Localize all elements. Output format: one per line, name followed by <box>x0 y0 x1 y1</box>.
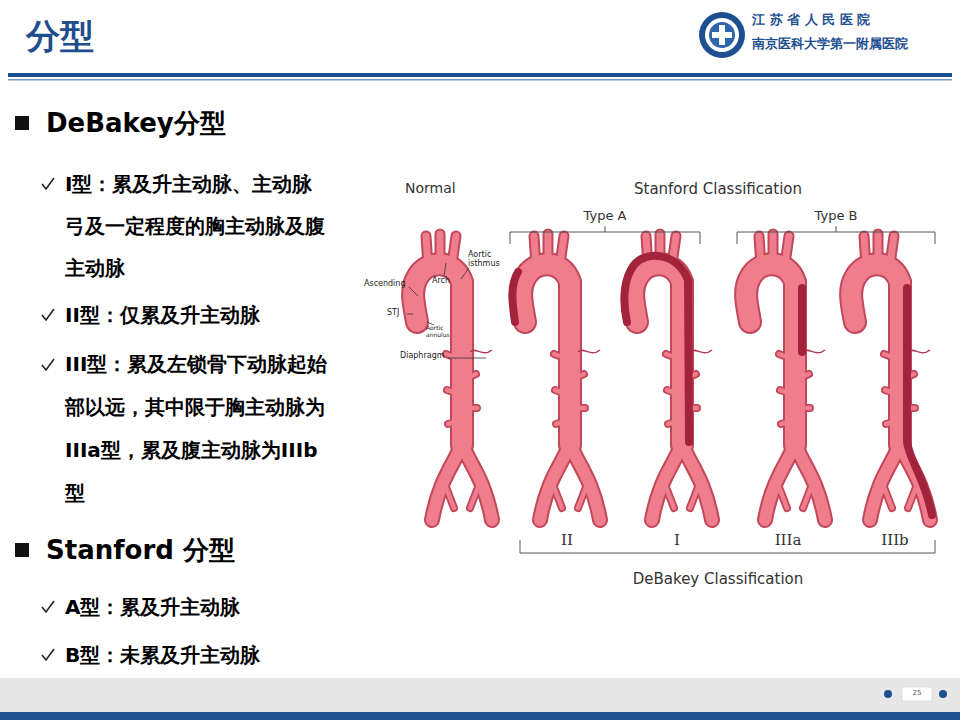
hospital-name: 江 苏 省 人 民 医 院 <box>752 12 952 28</box>
figure-label: DeBakey Classification <box>598 570 838 588</box>
check-bullet <box>38 305 58 325</box>
slide-title: 分型 <box>26 14 94 58</box>
footer-band <box>0 678 960 712</box>
page-number-box <box>902 687 932 701</box>
square-bullet <box>12 113 32 133</box>
debakey-type: II <box>547 531 587 549</box>
anatomy-label: Ascending <box>364 279 410 289</box>
square-bullet <box>12 540 32 560</box>
figure-label: Normal <box>405 180 475 197</box>
bullet-item: A型：累及升主动脉 <box>65 588 331 626</box>
debakey-type: IIIb <box>875 531 915 549</box>
debakey-type: I <box>657 531 697 549</box>
figure-label: Type A <box>565 208 645 224</box>
footer-dot <box>939 690 947 698</box>
check-bullet <box>38 597 58 617</box>
debakey-type: IIIa <box>768 531 808 549</box>
figure-label: Stanford Classification <box>598 180 838 198</box>
header-rule <box>8 73 952 77</box>
leader-lines <box>407 263 486 358</box>
check-bullet <box>38 355 58 375</box>
anatomy-label: Diaphragm <box>400 351 448 361</box>
hospital-logo <box>699 12 745 58</box>
anatomy-label: Aortic isthmus <box>468 250 504 268</box>
anatomy-label: Arch <box>432 276 458 286</box>
bullet-item: III型：累及左锁骨下动脉起始部以远，其中限于胸主动脉为IIIa型，累及腹主动脉… <box>65 343 331 515</box>
aorta-figures <box>413 234 932 520</box>
check-bullet <box>38 174 58 194</box>
bullet-item: II型：仅累及升主动脉 <box>65 294 331 336</box>
footer-dot <box>884 690 892 698</box>
section-heading: DeBakey分型 <box>46 103 366 143</box>
bullet-item: B型：未累及升主动脉 <box>65 636 331 674</box>
bullet-item: I型：累及升主动脉、主动脉弓及一定程度的胸主动脉及腹主动脉 <box>65 163 331 289</box>
anatomy-label: Aortic annulus <box>426 324 458 338</box>
classification-brackets <box>510 226 935 553</box>
section-heading: Stanford 分型 <box>46 530 366 570</box>
check-bullet <box>38 645 58 665</box>
footer-bar <box>0 712 960 720</box>
page-number: 25 <box>902 689 932 697</box>
figure-label: Type B <box>796 208 876 224</box>
university-name: 南京医科大学第一附属医院 <box>752 36 952 52</box>
anatomy-label: STJ <box>387 308 407 318</box>
header-rule <box>8 79 952 81</box>
